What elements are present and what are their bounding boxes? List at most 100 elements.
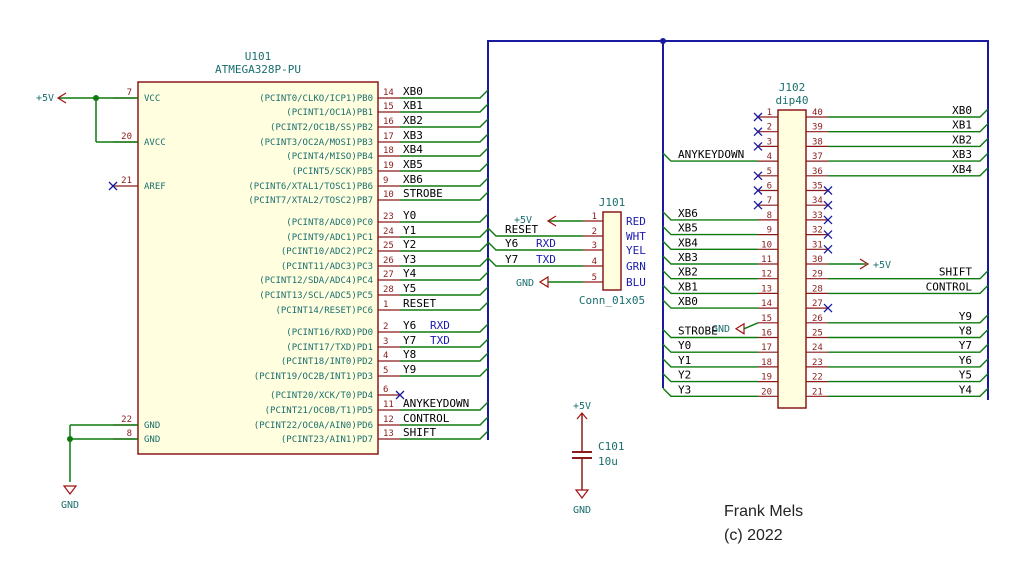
u101-net-label: RESET: [403, 297, 436, 310]
j102-net-label: Y7: [959, 339, 972, 352]
j102-net-label: STROBE: [678, 325, 718, 338]
u101-no-connect-mark: [108, 181, 118, 191]
u101-right-pin-number: 17: [383, 132, 394, 142]
c101-top-label: +5V: [573, 401, 591, 412]
j102-wire: [828, 358, 989, 368]
u101-right-pin-name: (PCINT21/OC0B/T1)PD5: [265, 406, 373, 416]
j102-left-pin-number: 6: [767, 182, 772, 192]
u101-right-pin-number: 10: [383, 190, 394, 200]
j102-net-label: Y6: [959, 354, 972, 367]
j102-net-label: SHIFT: [939, 266, 972, 279]
u101-net-wire: [400, 103, 489, 113]
j102-wire: [662, 152, 758, 162]
j102-net-label: CONTROL: [926, 280, 973, 293]
u101-right-pin-name: (PCINT14/RESET)PC6: [275, 306, 373, 316]
c101-ref: C101: [598, 440, 625, 453]
u101-right-pin-name: (PCINT10/ADC2)PC2: [281, 247, 373, 257]
u101-net-label: Y0: [403, 209, 416, 222]
u101-right-pin-number: 27: [383, 270, 394, 280]
j102-left-pin-number: 20: [761, 387, 772, 397]
j101-net-label: Y6: [505, 237, 518, 250]
j101-ref: J101: [599, 196, 626, 209]
j102-wire: [662, 329, 758, 339]
j102-wire: [828, 108, 989, 118]
j101-net-label: Y7: [505, 253, 518, 266]
u101-right-pin-number: 28: [383, 285, 394, 295]
j102-wire: [662, 226, 758, 236]
u101-right-pin-number: 14: [383, 88, 394, 98]
j102-left-pin-number: 12: [761, 270, 772, 280]
u101-value: ATMEGA328P-PU: [215, 63, 301, 76]
c101-gnd-label: GND: [573, 505, 591, 516]
j101-power-arrow: [546, 215, 557, 227]
j102-left-pin-number: 8: [767, 211, 772, 221]
u101-net-wire: [400, 338, 489, 348]
u101-net-label: XB0: [403, 85, 423, 98]
j101-pin-number: 1: [592, 212, 597, 222]
u101-net-label: XB6: [403, 173, 423, 186]
u101-net-wire: [400, 118, 489, 128]
j101-net-label: GND: [516, 278, 534, 289]
u101-right-pin-name: (PCINT3/OC2A/MOSI)PB3: [259, 138, 373, 148]
u101-net-note: RXD: [430, 319, 450, 332]
u101-right-pin-name: (PCINT20/XCK/T0)PD4: [270, 391, 373, 401]
j102-left-pin-number: 9: [767, 226, 772, 236]
u101-net-wire: [400, 286, 489, 296]
j102-ref: J102: [779, 81, 806, 94]
u101-right-pin-name: (PCINT19/OC2B/INT1)PD3: [254, 372, 373, 382]
j101-wire: [487, 257, 583, 267]
j102-no-connect-mark: [753, 186, 763, 195]
u101-left-pin-name: VCC: [144, 94, 160, 104]
j101-pin-color: RED: [626, 215, 646, 228]
u101-net-label: XB2: [403, 114, 423, 127]
u101-left-pin-number: 21: [121, 176, 132, 186]
j102-no-connect-mark: [753, 141, 763, 151]
u101-right-pin-name: (PCINT5/SCK)PB5: [292, 167, 373, 177]
j102-right-pin-number: 23: [812, 358, 823, 368]
j102-net-label: XB0: [952, 104, 972, 117]
j101-gnd-symbol: [538, 275, 549, 289]
j102-wire: [662, 270, 758, 280]
j102-no-connect-mark: [753, 112, 763, 122]
j102-left-pin-number: 16: [761, 329, 772, 339]
u101-right-pin-name: (PCINT6/XTAL1/TOSC1)PB6: [248, 182, 373, 192]
bus-lines: [487, 38, 989, 440]
u101-right-pin-number: 25: [383, 241, 394, 251]
u101-net-label: XB3: [403, 129, 423, 142]
u101-net-wire: [400, 401, 489, 411]
u101-net-label: XB1: [403, 99, 423, 112]
j102-gnd-symbol: [734, 322, 745, 335]
u101-right-pin-number: 4: [383, 351, 388, 361]
u101-right-pin-name: (PCINT16/RXD)PD0: [286, 328, 373, 338]
u101-net-label: CONTROL: [403, 412, 450, 425]
u101-net-label: SHIFT: [403, 426, 436, 439]
u101-right-pin-name: (PCINT17/TXD)PD1: [286, 343, 373, 353]
j102-right-pin-number: 26: [812, 314, 823, 324]
u101-power-wires: [56, 92, 138, 495]
j102-right-pin-number: 30: [812, 255, 823, 265]
u101-net-label: ANYKEYDOWN: [403, 397, 469, 410]
u101-net-label: Y6: [403, 319, 416, 332]
j102-net-label: XB2: [678, 266, 698, 279]
j102-net-label: Y3: [678, 383, 691, 396]
j102-left-pin-number: 11: [761, 255, 772, 265]
j102-no-connect-mark: [753, 200, 763, 210]
j102-net-label: Y2: [678, 369, 691, 382]
j102-left-pin-number: 5: [767, 167, 772, 177]
j102-wire: [828, 373, 989, 383]
u101-right-pin-name: (PCINT13/SCL/ADC5)PC5: [259, 291, 373, 301]
j102-left-pin-number: 2: [767, 123, 772, 133]
u101-left-pin-number: 7: [127, 88, 132, 98]
u101-right-pin-number: 1: [383, 300, 388, 310]
u101-right-pin-number: 5: [383, 366, 388, 376]
j102-no-connect-mark: [823, 186, 833, 195]
u101-net-note: TXD: [430, 334, 450, 347]
j102-left-pin-number: 1: [767, 108, 772, 118]
u101-net-wire: [400, 257, 489, 267]
u101-left-pin-number: 20: [121, 132, 132, 142]
u101-net-wire: [400, 147, 489, 157]
j102-net-label: XB3: [952, 148, 972, 161]
j102-wire: [828, 387, 989, 397]
u101-right-pin-number: 12: [383, 415, 394, 425]
u101-net-wire: [400, 323, 489, 333]
